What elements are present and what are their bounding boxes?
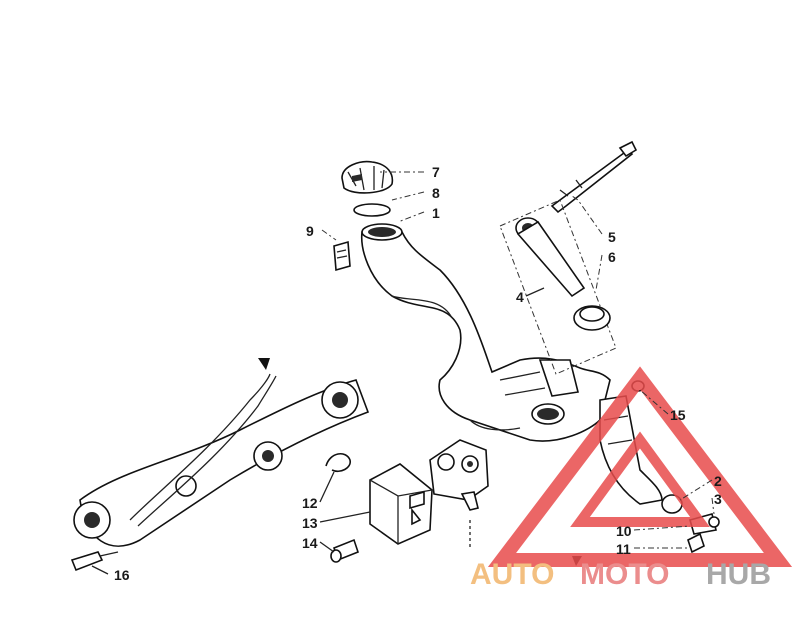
fuel-pump [429, 439, 489, 548]
gauge-group-box [499, 199, 617, 375]
watermark-hub: HUB [706, 558, 771, 591]
fuel-gauge-sender [550, 140, 638, 214]
callout-12: 12 [302, 495, 318, 511]
filter-bolt [330, 538, 359, 563]
watermark-moto: MOTO [580, 558, 669, 591]
watermark-auto: AUTO [470, 558, 554, 591]
callout-16: 16 [114, 567, 130, 583]
callout-3: 3 [714, 491, 722, 507]
chassis-frame [70, 373, 370, 572]
callout-4: 4 [516, 289, 524, 305]
callout-5: 5 [608, 229, 616, 245]
filler-neck-tank [360, 223, 611, 442]
watermark-inner-triangle-icon [570, 431, 710, 527]
callout-13: 13 [302, 515, 318, 531]
callout-10: 10 [616, 523, 632, 539]
callout-14: 14 [302, 535, 318, 551]
callout-2: 2 [714, 473, 722, 489]
watermark-triangle-icon [487, 366, 793, 567]
gauge-tube [515, 217, 586, 298]
callout-6: 6 [608, 249, 616, 265]
callout-11: 11 [616, 541, 631, 557]
gauge-grommet [573, 305, 611, 331]
callouts: 7 8 1 9 5 6 4 15 2 3 10 11 12 13 14 16 [114, 164, 722, 583]
callout-8: 8 [432, 185, 440, 201]
callout-9: 9 [306, 223, 314, 239]
callout-7: 7 [432, 164, 440, 180]
warning-decal [333, 240, 351, 272]
fuel-filter-box [369, 463, 433, 545]
callout-1: 1 [432, 205, 440, 221]
watermark: AUTO MOTO HUB [470, 366, 793, 591]
callout-15: 15 [670, 407, 686, 423]
clip-fitting [687, 532, 705, 554]
hose-clamp [325, 453, 351, 473]
arrow-marker-left [258, 358, 270, 370]
fuel-cap [341, 160, 394, 194]
cap-gasket [353, 203, 391, 217]
leader-lines [91, 171, 715, 575]
